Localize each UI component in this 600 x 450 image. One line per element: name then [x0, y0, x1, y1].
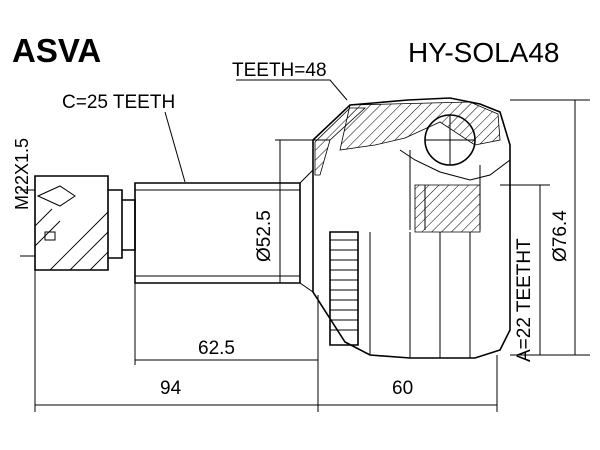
- shaft: [134, 169, 314, 293]
- part-number: HY-SOLA48: [408, 37, 560, 68]
- brand-title: ASVA: [12, 32, 101, 69]
- spline-c-label: C=25 TEETH: [62, 92, 175, 113]
- spline-a-label: A=22 TEETHT: [514, 238, 535, 362]
- diameter-shaft-label: Ø52.5: [254, 210, 275, 262]
- threaded-end: [20, 175, 136, 271]
- dimension-60: 60: [392, 378, 413, 399]
- housing: [312, 97, 511, 359]
- dimension-lines: [34, 99, 590, 412]
- dimension-94: 94: [160, 378, 182, 399]
- thread-label: M22X1.5: [12, 138, 32, 210]
- abs-ring: [329, 231, 359, 346]
- abs-teeth-leader: [236, 79, 348, 101]
- abs-teeth-label: TEETH=48: [232, 60, 327, 81]
- dimension-62-5: 62.5: [198, 338, 235, 359]
- diameter-housing-label: Ø76.4: [550, 210, 571, 262]
- spline-c-leader: [164, 111, 186, 183]
